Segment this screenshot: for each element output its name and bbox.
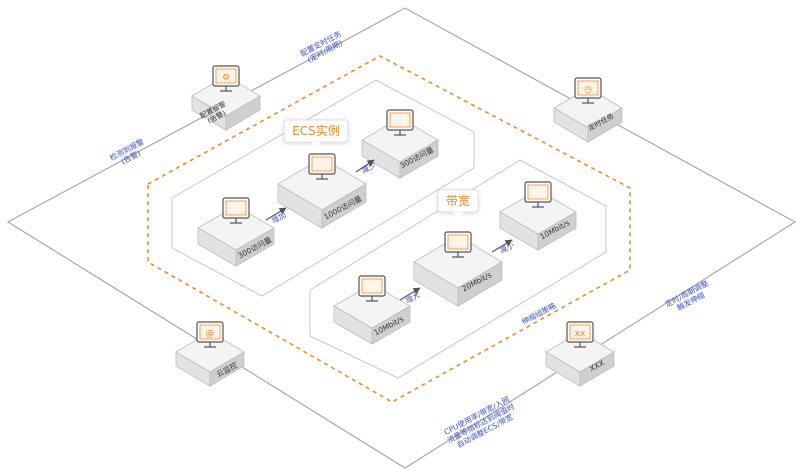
gear-icon: [212, 65, 240, 92]
ecs-box-small-left: [197, 205, 275, 267]
arrow-ecs-decrease: [355, 159, 375, 173]
arrow-bw-decrease: [491, 239, 513, 253]
ecs-callout: ECS实例: [283, 119, 349, 148]
edge-right-label-group: 定时/周期调整触发伸缩: [663, 278, 714, 317]
edge-top-right-label: 配置定时任务(定时/周期): [298, 28, 347, 66]
monitor-icon: [196, 321, 224, 348]
outer-loop-line: [6, 7, 797, 469]
clock-icon: [574, 77, 602, 104]
scaling-boundary: [147, 55, 631, 403]
signal-icon: [358, 275, 386, 302]
bw-box-small-right: [499, 189, 577, 251]
bw-box-small-left: [333, 283, 411, 345]
clock-glyph: ◷: [584, 85, 592, 95]
gear-glyph: ⚙: [222, 73, 230, 83]
ecs-callout-text: ECS实例: [292, 123, 340, 138]
edge-bottom-label: CPU使用率/带宽/入网流量等指标达到阈值时自动调整ECS/带宽: [441, 393, 520, 453]
xxx-glyph: xx: [575, 329, 586, 339]
edge-right-label: 定时/周期调整触发伸缩: [663, 278, 714, 317]
bandwidth-callout: 带宽: [437, 189, 479, 218]
edge-top-right-label-group: 配置定时任务(定时/周期): [298, 28, 347, 66]
arrow-bw-increase: [399, 287, 421, 301]
server-icon: [308, 153, 336, 180]
edge-bottom-label-group: CPU使用率/带宽/入网流量等指标达到阈值时自动调整ECS/带宽: [441, 393, 520, 453]
xxx-icon: [566, 321, 594, 348]
signal-icon: [444, 231, 472, 258]
ecs-box-small-right: [361, 117, 439, 179]
bw-box-large: [413, 235, 503, 307]
server-icon: [386, 109, 414, 136]
node-custom-metric: [545, 331, 615, 387]
node-alert-rule: [191, 75, 261, 131]
bandwidth-callout-text: 带宽: [446, 193, 470, 208]
node-cloud-monitor: [175, 331, 245, 387]
server-icon: [222, 197, 250, 224]
node-scheduled-task: [553, 87, 623, 143]
arrow-ecs-increase: [265, 207, 287, 221]
edge-bottom-right-label: 伸缩组策略: [520, 300, 558, 327]
ecs-box-large: [277, 157, 367, 229]
monitor-glyph: @: [206, 329, 215, 339]
signal-icon: [524, 181, 552, 208]
edge-bottom-right-label-group: 伸缩组策略: [520, 300, 558, 327]
